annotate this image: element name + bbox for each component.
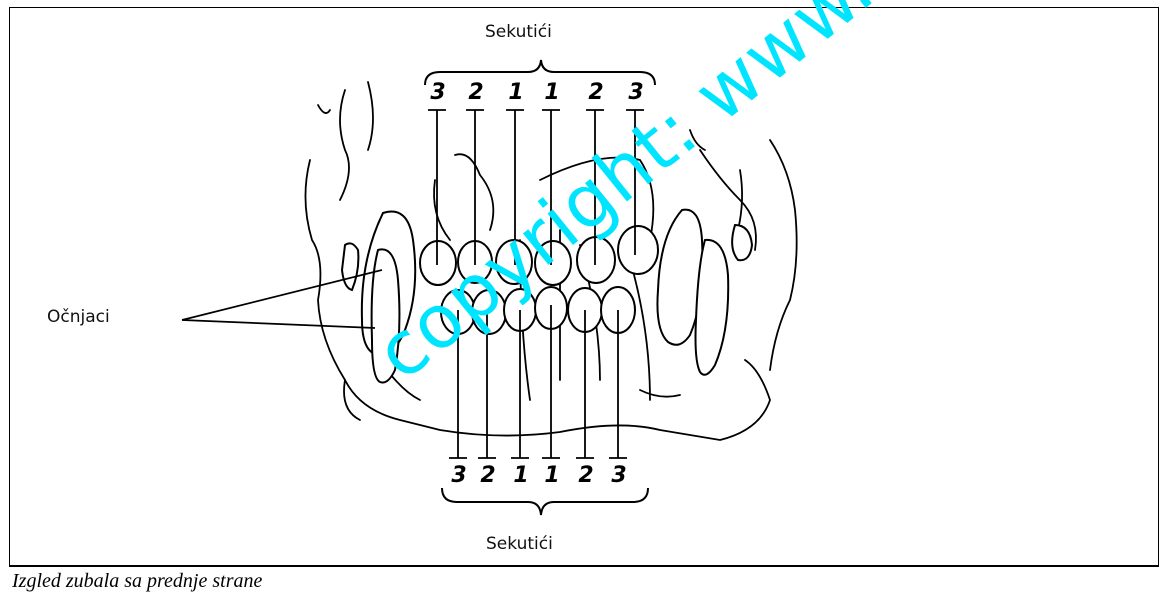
lower-incisor-number: 1 xyxy=(511,463,531,488)
upper-incisor-number: 2 xyxy=(586,80,606,105)
upper-incisor-number: 1 xyxy=(506,80,526,105)
figure-caption: Izgled zubala sa prednje strane xyxy=(12,570,262,593)
lower-incisor-number: 3 xyxy=(609,463,629,488)
incisors-label-top: Sekutići xyxy=(485,22,552,42)
lower-incisor-number: 3 xyxy=(449,463,469,488)
upper-incisor-number: 3 xyxy=(428,80,448,105)
upper-incisor-number: 2 xyxy=(466,80,486,105)
canines-label: Očnjaci xyxy=(47,307,110,327)
upper-incisor-number: 1 xyxy=(542,80,562,105)
lower-incisor-number: 2 xyxy=(478,463,498,488)
lower-incisor-number: 1 xyxy=(542,463,562,488)
right-canines xyxy=(657,210,752,375)
lower-brace xyxy=(442,488,648,515)
incisors-label-bottom: Sekutići xyxy=(486,534,553,554)
lower-incisor-number: 2 xyxy=(576,463,596,488)
upper-brace xyxy=(425,60,655,85)
